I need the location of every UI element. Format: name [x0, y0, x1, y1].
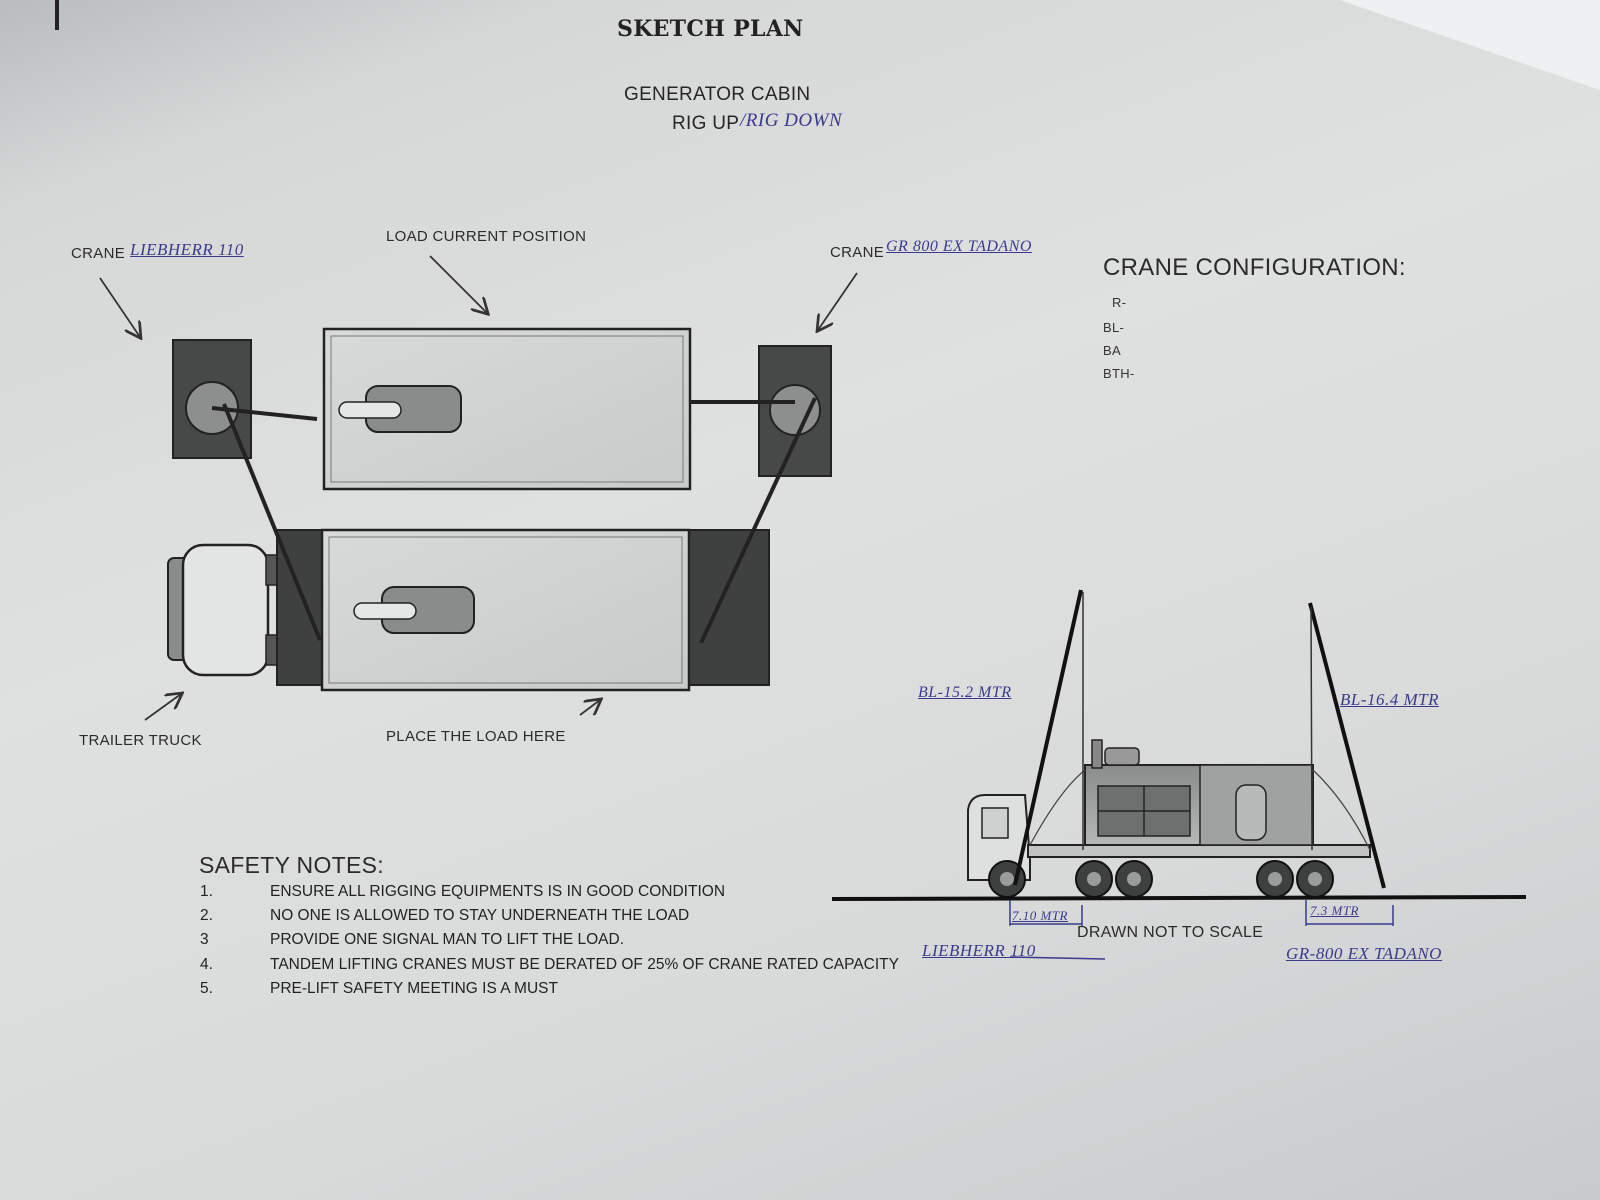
margin-mark: [55, 0, 59, 30]
radius-dimensions: [1009, 900, 1394, 960]
safety-note-text: PROVIDE ONE SIGNAL MAN TO LIFT THE LOAD.: [270, 931, 625, 948]
crane-booms-plan: [211, 397, 817, 644]
right-boom-length: BL-16.4 MTR: [1340, 690, 1439, 709]
callout-arrows: [99, 255, 858, 721]
config-bl: BL-: [1103, 320, 1125, 335]
elevation-view: [831, 589, 1527, 960]
left-boom-length: BL-15.2 MTR: [918, 684, 1012, 701]
safety-note-number: 2.: [200, 907, 213, 924]
safety-note-text: ENSURE ALL RIGGING EQUIPMENTS IS IN GOOD…: [270, 883, 726, 900]
page-corner: [1340, 0, 1600, 90]
sketch-plan-title: SKETCH PLAN: [617, 16, 804, 42]
crane-left-label: CRANE: [71, 245, 126, 262]
load-current-position-box: [322, 327, 692, 491]
crane-right-model: GR 800 EX TADANO: [886, 238, 1032, 255]
left-crane-model-elevation: LIEBHERR 110: [922, 941, 1036, 960]
safety-note-number: 3: [200, 931, 209, 948]
crane-right-pad: [758, 345, 832, 477]
drawn-not-to-scale: DRAWN NOT TO SCALE: [1077, 924, 1264, 941]
right-crane-model-elevation: GR-800 EX TADANO: [1286, 944, 1442, 963]
config-ba: BA: [1103, 343, 1121, 358]
crane-right-label: CRANE: [830, 244, 885, 261]
ground-line: [831, 895, 1527, 901]
left-boom: [1013, 589, 1083, 886]
safety-note-text: NO ONE IS ALLOWED TO STAY UNDERNEATH THE…: [270, 907, 690, 924]
safety-note-text: TANDEM LIFTING CRANES MUST BE DERATED OF…: [270, 956, 899, 973]
crane-configuration-title: CRANE CONFIGURATION:: [1103, 254, 1406, 281]
config-bth: BTH-: [1103, 366, 1135, 381]
trailer-deck: [1027, 844, 1371, 858]
safety-notes-title: SAFETY NOTES:: [199, 852, 384, 878]
rig-down-handwritten: /RIG DOWN: [740, 110, 843, 131]
crane-left-model: LIEBHERR 110: [130, 240, 244, 259]
safety-note-text: PRE-LIFT SAFETY MEETING IS A MUST: [270, 980, 558, 997]
generator-cabin-subtitle: GENERATOR CABIN: [624, 84, 811, 105]
rig-up-label: RIG UP: [672, 113, 740, 134]
trailer-truck-label: TRAILER TRUCK: [79, 732, 202, 749]
place-load-here-label: PLACE THE LOAD HERE: [386, 728, 566, 745]
safety-note-number: 5.: [200, 980, 213, 997]
load-current-position-label: LOAD CURRENT POSITION: [386, 228, 587, 245]
trailer-truck-plan: [167, 528, 770, 692]
safety-note-number: 4.: [200, 956, 213, 973]
right-radius: 7.3 MTR: [1310, 903, 1359, 918]
safety-note-number: 1.: [200, 883, 213, 900]
right-boom: [1308, 602, 1386, 889]
left-radius: 7.10 MTR: [1012, 908, 1068, 923]
config-r: R-: [1112, 295, 1127, 310]
